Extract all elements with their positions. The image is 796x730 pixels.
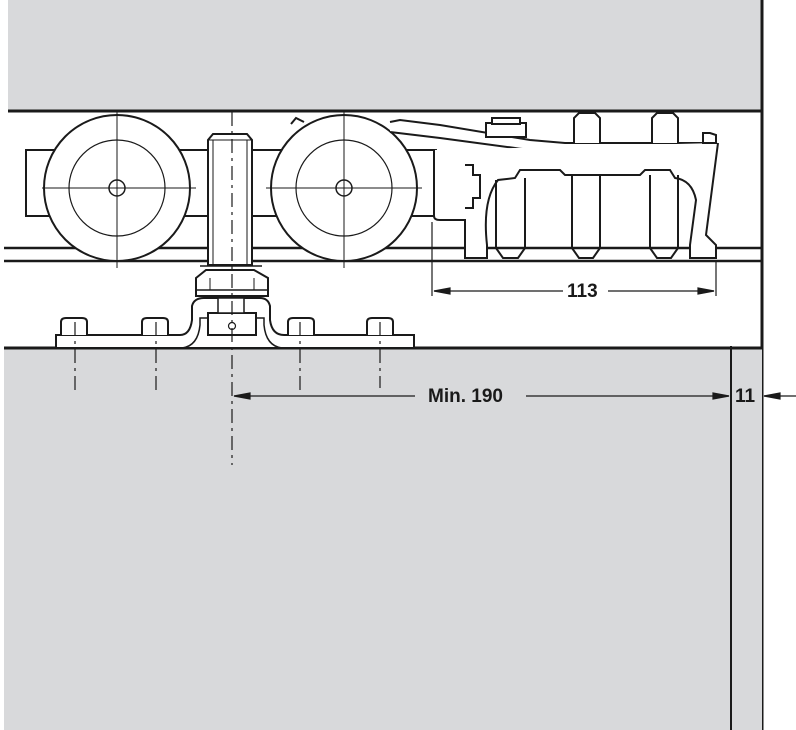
wheel-right <box>266 110 422 268</box>
center-lines <box>74 112 381 465</box>
dimension-min190-lines <box>233 392 730 400</box>
fixing-plate <box>55 297 415 349</box>
wheel-left <box>42 110 196 268</box>
damper-mechanism <box>290 112 719 259</box>
bolt <box>195 133 269 297</box>
dimension-11-label: 11 <box>735 386 756 407</box>
ceiling-panel <box>8 0 762 110</box>
door-panel <box>4 348 762 730</box>
dimension-11-lines <box>763 392 796 400</box>
dimension-113-label: 113 <box>567 281 598 302</box>
dimension-113-lines <box>431 222 717 296</box>
dimension-min190-label: Min. 190 <box>428 386 503 407</box>
